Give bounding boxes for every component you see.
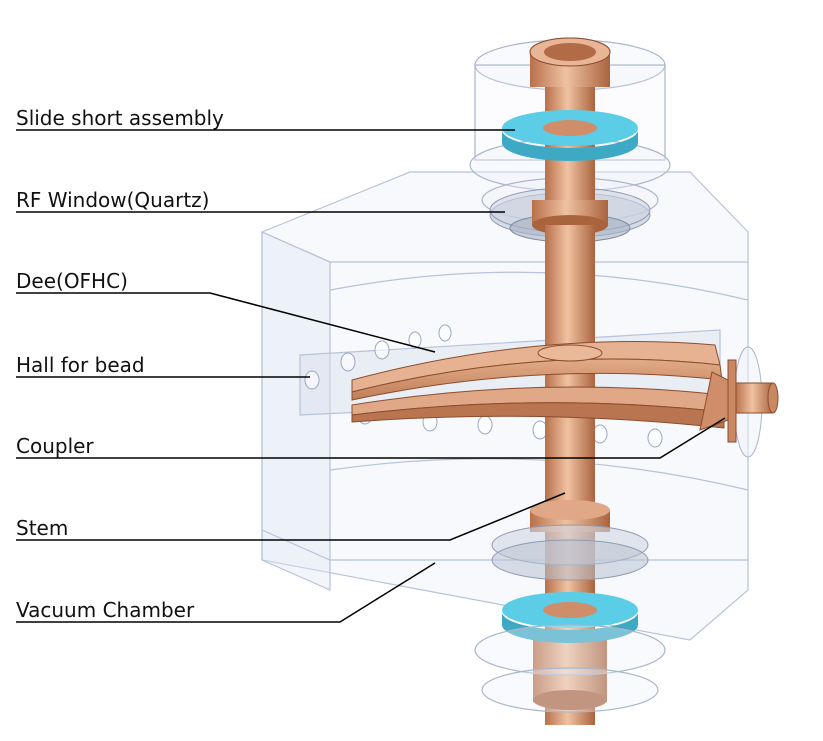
label-vacuum-chamber: Vacuum Chamber <box>16 598 195 622</box>
label-hall-for-bead: Hall for bead <box>16 353 145 377</box>
quartz-ring-bottom <box>502 592 638 643</box>
rf-window-bottom <box>491 524 649 581</box>
coupler <box>699 346 779 458</box>
label-coupler: Coupler <box>16 434 94 458</box>
leader-vacuum <box>16 562 436 623</box>
label-dee: Dee(OFHC) <box>16 269 128 293</box>
leader-lines <box>16 129 726 623</box>
quartz-ring-top <box>502 110 638 161</box>
label-stem: Stem <box>16 516 69 540</box>
label-slide-short-assembly: Slide short assembly <box>16 106 224 130</box>
bottom-flanges <box>474 624 666 713</box>
label-rf-window: RF Window(Quartz) <box>16 188 210 212</box>
leader-dee <box>16 292 436 353</box>
leader-stem <box>16 492 566 541</box>
leader-coupler <box>16 417 726 459</box>
dee <box>351 341 725 429</box>
